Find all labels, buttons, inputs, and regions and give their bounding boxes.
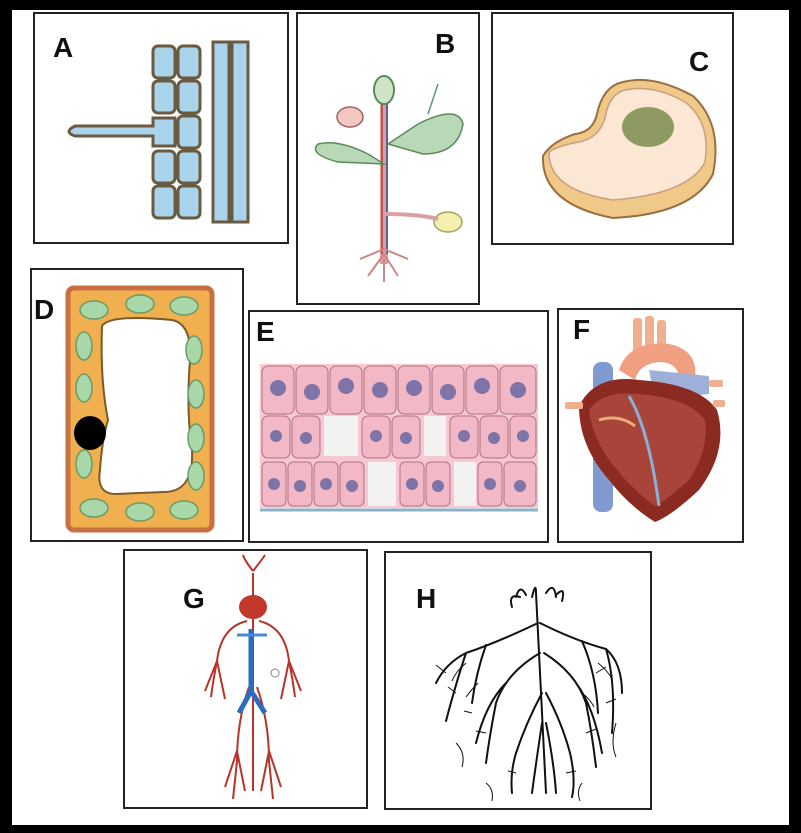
diagram-sheet: A B bbox=[12, 10, 789, 825]
circulatory-system-icon bbox=[125, 551, 366, 807]
panel-e: E bbox=[248, 310, 549, 543]
panel-d: D bbox=[30, 268, 244, 542]
panel-c: C bbox=[491, 12, 734, 245]
epithelial-tissue-icon bbox=[250, 312, 547, 541]
heart-icon bbox=[559, 310, 742, 541]
root-hair-cell-icon bbox=[35, 14, 287, 242]
panel-a: A bbox=[33, 12, 289, 244]
panel-f: F bbox=[557, 308, 744, 543]
panel-g: G bbox=[123, 549, 368, 809]
plant-vascular-system-icon bbox=[298, 14, 478, 303]
panel-h: H bbox=[384, 551, 652, 810]
panel-b: B bbox=[296, 12, 480, 305]
plant-cell-icon bbox=[32, 270, 242, 540]
root-system-icon bbox=[386, 553, 650, 808]
animal-cell-icon bbox=[493, 14, 732, 243]
